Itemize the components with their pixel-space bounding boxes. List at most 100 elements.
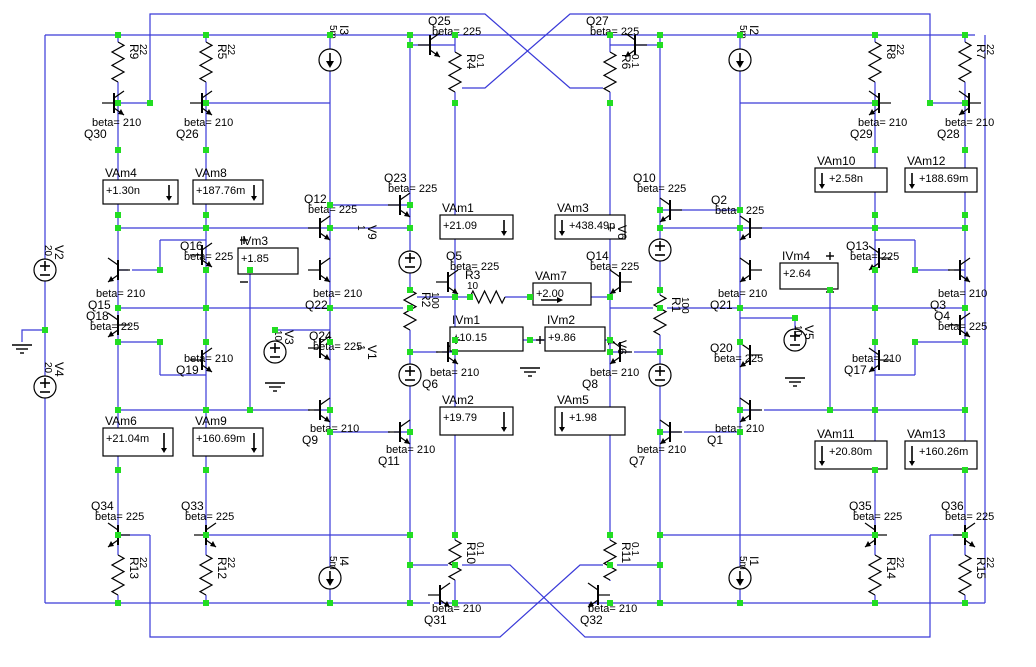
transistor-beta-q3: beta= 210 — [938, 288, 987, 300]
transistor-q7 — [659, 418, 684, 446]
transistor-name-q9: Q9 — [302, 433, 318, 447]
transistor-q2 — [739, 215, 762, 241]
resistor-r1 — [652, 294, 668, 336]
junction-node — [657, 225, 663, 231]
junction-node — [607, 600, 613, 606]
meter-ivm4: IVm4+2.64 — [779, 249, 839, 290]
meter-reading-vam7: +2.00 — [536, 288, 564, 300]
junction-node — [607, 100, 613, 106]
meter-reading-vam12: +188.69m — [919, 173, 968, 185]
junction-node — [203, 339, 209, 345]
resistor-value-r6: 0.1 — [629, 54, 640, 68]
junction-node — [527, 337, 533, 343]
transistor-name-q23: Q23 — [384, 171, 407, 185]
junction-node — [407, 349, 413, 355]
voltage-source-v9 — [398, 250, 422, 274]
junction-node — [927, 100, 933, 106]
meter-vam11: VAm11+20.80m — [814, 427, 888, 470]
junction-node — [872, 407, 878, 413]
meter-reading-vam10: +2.58n — [829, 173, 863, 185]
transistor-q32 — [587, 581, 612, 609]
transistor-beta-q14: beta= 225 — [590, 261, 639, 273]
junction-node — [527, 294, 533, 300]
meter-ivm2: IVm2+9.86 — [544, 313, 606, 352]
resistor-value-r7: 22 — [984, 44, 995, 56]
resistor-value-r9: 22 — [137, 44, 148, 56]
transistor-q11 — [388, 418, 411, 446]
resistor-r13 — [110, 554, 126, 596]
junction-node — [407, 305, 413, 311]
transistor-q23 — [388, 192, 411, 218]
source-value-v3: 10 — [272, 330, 283, 342]
transistor-q28 — [958, 89, 983, 117]
junction-node — [657, 429, 663, 435]
transistor-q22 — [308, 256, 331, 284]
transistor-name-q2: Q2 — [711, 193, 727, 207]
junction-node — [407, 202, 413, 208]
source-value-i3: 5m — [327, 25, 338, 39]
meter-vam7: VAm7+2.00 — [532, 269, 592, 306]
transistor-q24 — [308, 335, 331, 361]
meter-ivm3: IVm3+1.85 — [237, 234, 299, 275]
meter-reading-vam6: +21.04m — [106, 433, 149, 445]
meter-reading-ivm2: +9.86 — [548, 332, 576, 344]
wire-top-cross-left — [149, 13, 610, 103]
transistor-beta-q15: beta= 210 — [96, 288, 145, 300]
junction-node — [872, 32, 878, 38]
junction-node — [912, 267, 918, 273]
resistor-name-r15: R15 — [974, 557, 988, 579]
meter-reading-vam9: +160.69m — [196, 433, 245, 445]
meter-vam1: VAm1+21.09 — [439, 201, 514, 240]
junction-node — [657, 32, 663, 38]
junction-node — [247, 267, 253, 273]
junction-node — [115, 467, 121, 473]
resistor-value-r13: 22 — [137, 557, 148, 569]
transistor-beta-q31: beta= 210 — [432, 603, 481, 615]
transistor-name-q8: Q8 — [582, 377, 598, 391]
junction-node — [203, 212, 209, 218]
junction-node — [657, 532, 663, 538]
junction-node — [872, 225, 878, 231]
current-source-i4 — [318, 566, 342, 590]
meter-vam10: VAm10+2.58n — [814, 154, 888, 193]
transistor-name-q21: Q21 — [710, 298, 733, 312]
transistor-q18 — [107, 312, 130, 338]
source-name-v3: V3 — [282, 330, 296, 345]
resistor-name-r2: R2 — [419, 292, 433, 308]
source-name-i1: I1 — [747, 556, 761, 566]
junction-node — [115, 225, 121, 231]
junction-node — [115, 100, 121, 106]
junction-node — [115, 339, 121, 345]
transistor-name-q4: Q4 — [934, 309, 950, 323]
resistor-value-r11: 0.1 — [629, 542, 640, 556]
resistor-value-r15: 22 — [984, 557, 995, 569]
junction-node — [452, 337, 458, 343]
junction-node — [962, 339, 968, 345]
meter-name-vam8: VAm8 — [195, 166, 227, 180]
junction-node — [607, 532, 613, 538]
meter-name-vam6: VAm6 — [105, 414, 137, 428]
transistor-name-q13: Q13 — [846, 239, 869, 253]
transistor-q12 — [308, 215, 331, 241]
meter-name-vam3: VAm3 — [557, 201, 589, 215]
junction-node — [607, 337, 613, 343]
resistor-r6 — [602, 51, 618, 93]
junction-node — [467, 294, 473, 300]
transistor-beta-q20: beta= 225 — [714, 353, 763, 365]
junction-node — [115, 407, 121, 413]
current-source-i1 — [728, 566, 752, 590]
voltage-source-v5 — [783, 328, 807, 352]
junction-node — [962, 100, 968, 106]
ground-symbol — [785, 377, 805, 387]
meter-vam13: VAm13+160.26m — [904, 427, 978, 470]
junction-node — [607, 349, 613, 355]
transistor-name-q31: Q31 — [424, 613, 447, 627]
transistor-q9 — [308, 396, 331, 424]
resistor-r10 — [447, 539, 463, 581]
junction-node — [872, 532, 878, 538]
transistor-beta-q30: beta= 210 — [92, 117, 141, 129]
transistor-name-q25: Q25 — [428, 14, 451, 28]
meter-name-vam13: VAm13 — [907, 427, 946, 441]
junction-node — [452, 100, 458, 106]
junction-node — [912, 339, 918, 345]
